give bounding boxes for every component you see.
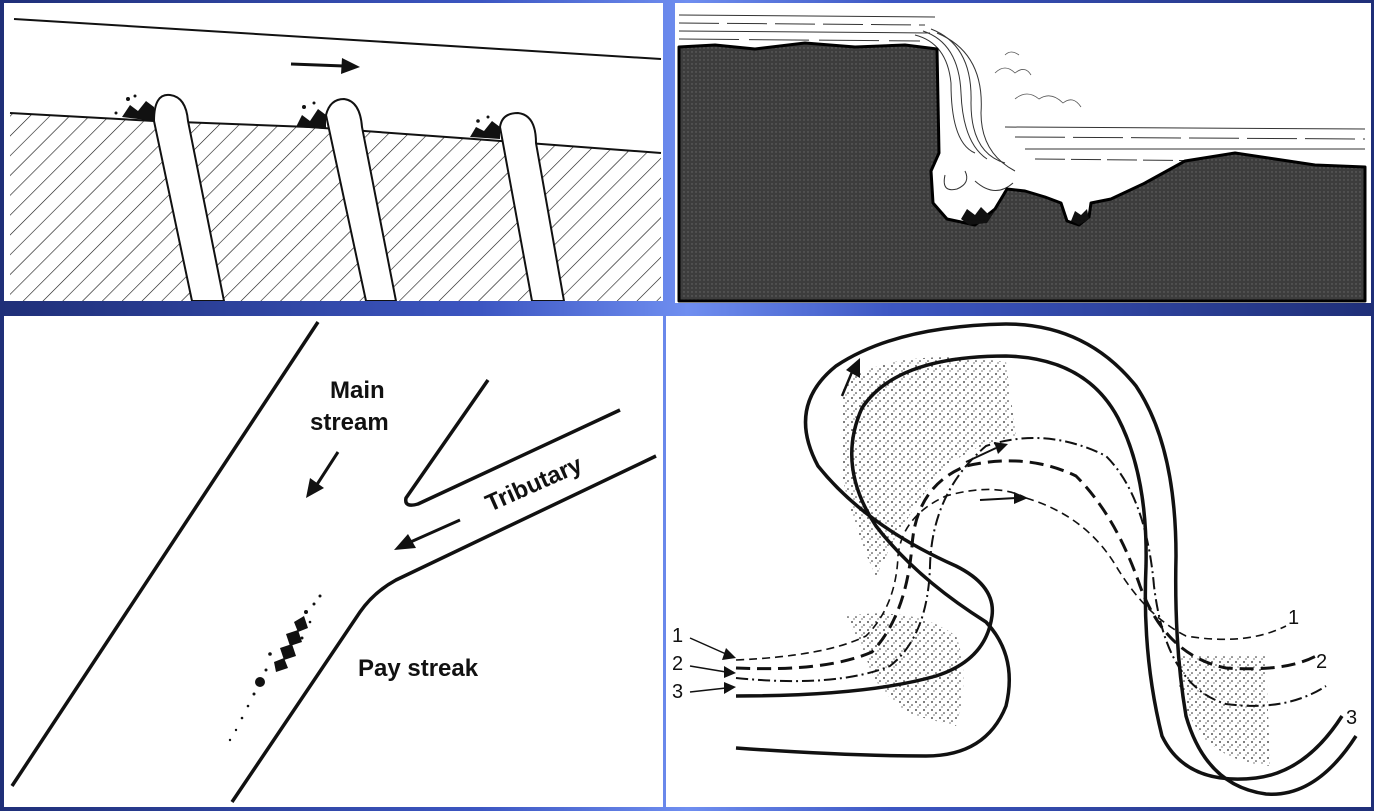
tributary-flow-arrow-icon [394,518,461,550]
left-label-3: 3 [672,681,683,703]
left-label-1: 1 [672,625,683,647]
label-pay-streak: Pay streak [358,655,479,682]
label-stream: stream [310,409,389,436]
upper-point-bar-deposit [842,357,1016,576]
lower-left-point-bar-deposit [846,613,964,726]
gold-in-pothole [1071,209,1089,225]
path-arrow-icon [965,442,1028,504]
flow-direction-arrow-icon [290,58,360,74]
panel-meander-bends: 1 2 3 1 2 3 [666,316,1371,807]
dyke-1 [152,93,226,301]
main-stream-flow-arrow-icon [306,451,340,498]
channel-path-1-right [1025,497,1287,641]
meander-drawing: 1 2 3 1 2 3 [672,322,1358,796]
spray [994,51,1082,108]
gold-concentration-1 [114,94,154,121]
panel-tributary-junction: Main stream Tributary Pay streak [4,316,663,807]
tributary-inner-bank [404,379,621,507]
meander-flow-arrow-icon [840,358,860,397]
upstream-water [678,14,936,42]
label-main: Main [330,377,385,404]
left-path-labels: 1 2 3 [672,625,736,703]
left-label-2: 2 [672,653,683,675]
tributary-junction-drawing: Main stream Tributary Pay streak [10,321,657,803]
gold-concentration-2 [296,101,326,129]
meander-outer-bank [735,322,1358,796]
dyke-3 [498,111,566,301]
bedrock-mass [677,41,1367,303]
pay-streak-deposit [228,594,322,742]
panel-bedrock-riffles [4,3,663,301]
water-surface-line [13,18,662,60]
right-path-labels: 1 2 3 [1288,607,1357,729]
falling-water [914,28,1016,191]
channel-path-2 [735,459,1317,671]
downstream-water [1004,126,1366,162]
channel-path-3 [735,437,1327,707]
gold-concentration-3 [470,115,500,139]
right-label-1: 1 [1288,607,1299,629]
right-label-2: 2 [1316,651,1327,673]
meander-inner-bank [735,354,1344,781]
gold-in-plunge-pool [961,207,995,225]
right-label-3: 3 [1346,707,1357,729]
main-stream-right-bank [230,454,657,803]
dyke-2 [324,97,398,301]
waterfall-drawing [677,14,1367,303]
channel-path-1 [735,488,1027,661]
label-tributary: Tributary [481,451,586,518]
bedrock-riffles-drawing [9,18,662,301]
panel-waterfall-plunge-pool [675,3,1371,303]
lower-right-point-bar-deposit [1178,656,1270,766]
main-stream-left-bank [10,321,320,787]
